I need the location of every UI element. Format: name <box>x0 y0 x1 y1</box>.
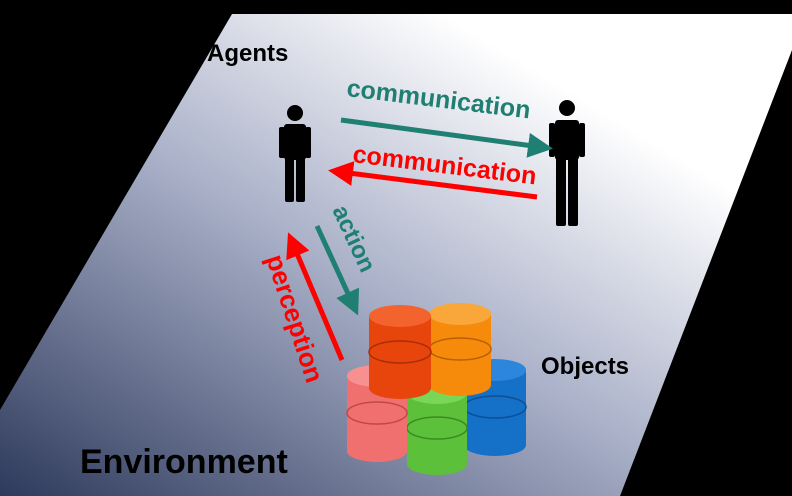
communication-arrow-top <box>340 117 553 158</box>
agents-label: Agents <box>207 40 288 67</box>
environment-label: Environment <box>80 443 288 481</box>
environment-plane <box>0 14 792 496</box>
action-arrow <box>314 224 360 316</box>
cylinder-red <box>368 305 432 399</box>
objects-label: Objects <box>541 353 629 380</box>
agent-figure-left <box>279 105 311 202</box>
perception-arrow <box>286 232 345 361</box>
communication-arrow-bottom <box>328 161 538 200</box>
cylinder-orange <box>428 303 492 396</box>
